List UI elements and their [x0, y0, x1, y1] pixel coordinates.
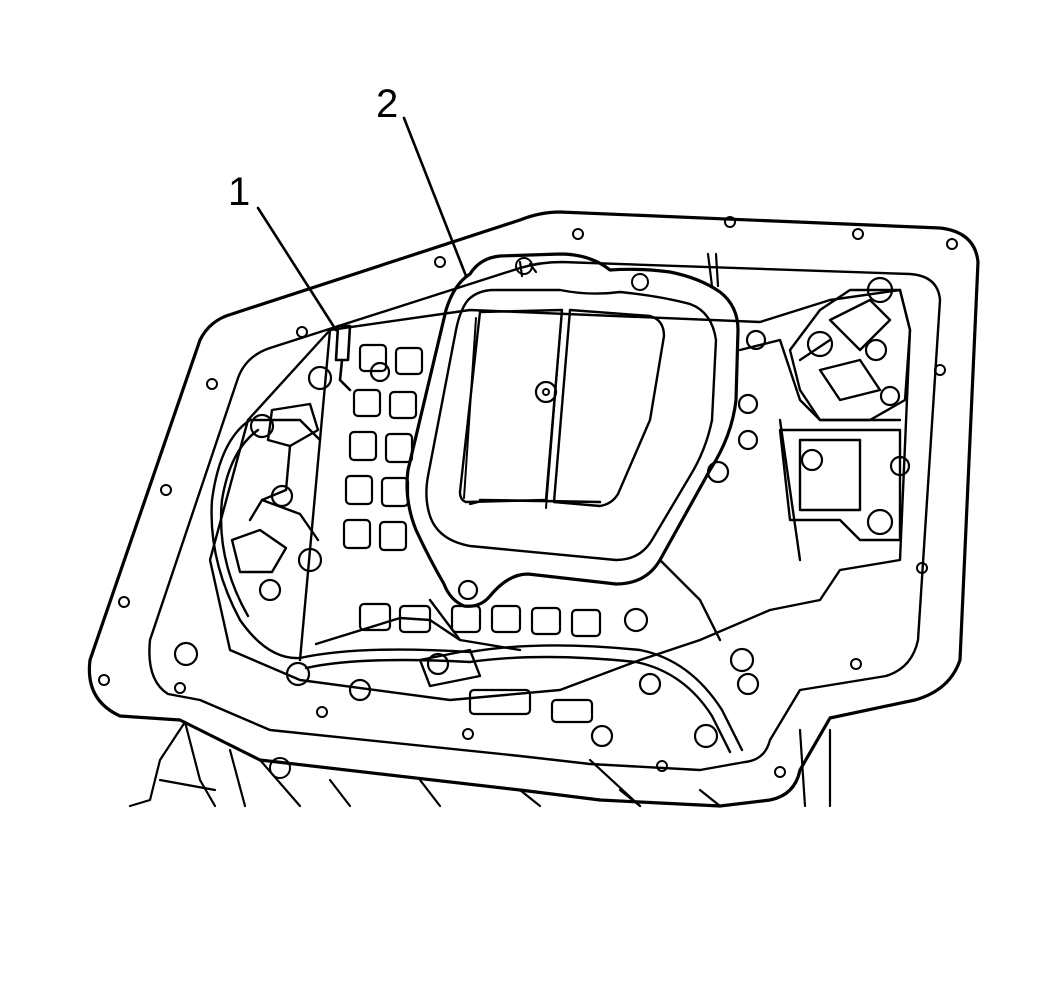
valve-body-port-grid: [344, 345, 600, 722]
oil-strainer: [407, 254, 738, 606]
accumulator-block: [780, 290, 910, 540]
filter-seal-tube: [336, 326, 350, 390]
callout-label-2: 2: [376, 82, 399, 126]
leader-lines: [258, 118, 466, 330]
valve-body: [210, 290, 910, 700]
solenoid-wiring: [212, 404, 742, 752]
leader-line-1: [258, 208, 336, 330]
leader-line-2: [404, 118, 466, 276]
pan-bolt-holes: [99, 217, 957, 777]
valve-body-bolts: [175, 278, 909, 747]
transmission-case-lower: [130, 722, 830, 806]
callout-label-1: 1: [228, 170, 251, 214]
